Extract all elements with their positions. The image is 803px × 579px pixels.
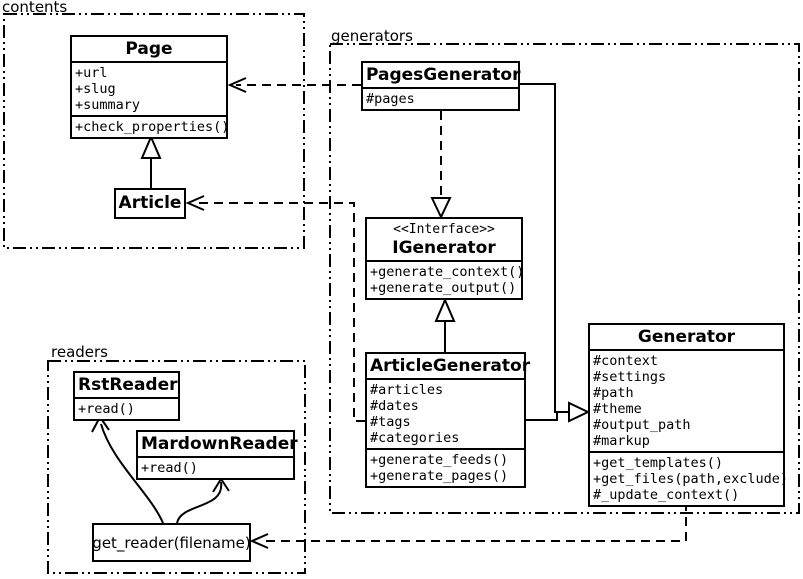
class-articlegenerator-methods: +generate_feeds() +generate_pages() [367, 448, 524, 486]
articlegenerator-to-igenerator-inheritance-arrow-icon [434, 297, 456, 322]
class-article: Article [114, 188, 186, 219]
method: +check_properties() [75, 119, 230, 135]
class-generator-attributes: #context #settings #path #theme #output_… [590, 349, 783, 451]
getreader-to-rstreader-association-line [100, 423, 164, 524]
class-igenerator-methods: +generate_context() +generate_output() [367, 260, 525, 298]
class-mardownreader-title: MardownReader [141, 434, 298, 454]
method: +read() [141, 460, 198, 476]
method: +generate_context() [370, 264, 525, 280]
attribute: #settings [593, 369, 667, 385]
package-border-generators [329, 43, 800, 514]
class-rstreader-methods: +read() [75, 397, 178, 419]
package-label-generators: generators [331, 27, 413, 45]
class-rstreader-title: RstReader [78, 375, 178, 395]
attribute: #theme [593, 401, 642, 417]
class-pagesgenerator: PagesGenerator #pages [361, 61, 520, 111]
attribute: #markup [593, 433, 650, 449]
articlegenerator-to-generator-generalization-line [526, 412, 558, 421]
node-get-reader: get_reader(filename) [92, 523, 251, 562]
class-page-title: Page [125, 39, 173, 59]
class-page-methods: +check_properties() [72, 115, 230, 137]
class-generator: Generator #context #settings #path #them… [588, 323, 789, 507]
class-page: Page +url +slug +summary +check_properti… [70, 35, 230, 139]
class-pagesgenerator-attributes: #pages [363, 87, 518, 109]
attribute: #articles [370, 382, 444, 398]
method: +read() [78, 401, 135, 417]
class-igenerator-stereotype: <<Interface>> [393, 222, 495, 237]
generator-to-getreader-arrowhead-icon [249, 533, 269, 549]
package-border-readers [47, 360, 306, 574]
attribute: #dates [370, 398, 419, 414]
generator-to-getreader-dependency-line [264, 502, 687, 542]
class-mardownreader-methods: +read() [138, 456, 293, 478]
attribute: #pages [366, 91, 415, 107]
attribute: +slug [75, 81, 116, 97]
class-generator-methods: +get_templates() +get_files(path,exclude… [590, 451, 789, 505]
attribute: +summary [75, 97, 141, 113]
attribute: #categories [370, 430, 460, 446]
class-articlegenerator-attributes: #articles #dates #tags #categories [367, 378, 524, 448]
class-mardownreader: MardownReader +read() [136, 430, 298, 480]
method: +generate_feeds() [370, 452, 509, 468]
class-generator-title: Generator [637, 327, 736, 347]
class-igenerator-header: <<Interface>> IGenerator [367, 219, 521, 260]
package-label-readers: readers [51, 343, 108, 361]
class-rstreader: RstReader +read() [73, 371, 180, 421]
class-articlegenerator: ArticleGenerator #articles #dates #tags … [365, 352, 531, 488]
package-label-contents: contents [2, 0, 68, 16]
class-igenerator-title: IGenerator [392, 238, 496, 258]
pagesgenerator-to-generator-generalization-line [520, 83, 569, 413]
getreader-to-mardownreader-association-line [176, 481, 223, 524]
attribute: #path [593, 385, 634, 401]
class-page-attributes: +url +slug +summary [72, 61, 226, 115]
pagesgenerator-to-igenerator-inheritance-arrow-icon [430, 197, 452, 220]
attribute: #tags [370, 414, 411, 430]
node-get-reader-label: get_reader(filename) [92, 533, 251, 552]
class-igenerator: <<Interface>> IGenerator +generate_conte… [365, 217, 525, 300]
package-border-contents [3, 13, 305, 249]
attribute: #output_path [593, 417, 691, 433]
method: +generate_pages() [370, 468, 509, 484]
method: +generate_output() [370, 280, 517, 296]
method: +get_files(path,exclude) [593, 471, 789, 487]
method: #_update_context() [593, 487, 740, 503]
article-to-page-inheritance-arrow-icon [140, 134, 162, 159]
pagesgenerator-to-page-arrowhead-icon [227, 77, 247, 93]
attribute: #context [593, 353, 659, 369]
attribute: +url [75, 65, 108, 81]
articlegenerator-to-article-dependency-line [198, 202, 365, 422]
generator-inheritance-arrow-icon [568, 401, 591, 423]
method: +get_templates() [593, 455, 724, 471]
class-articlegenerator-title: ArticleGenerator [370, 356, 531, 376]
class-pagesgenerator-title: PagesGenerator [366, 65, 521, 85]
class-article-title: Article [118, 193, 182, 213]
articlegenerator-to-article-arrowhead-icon [185, 195, 205, 211]
